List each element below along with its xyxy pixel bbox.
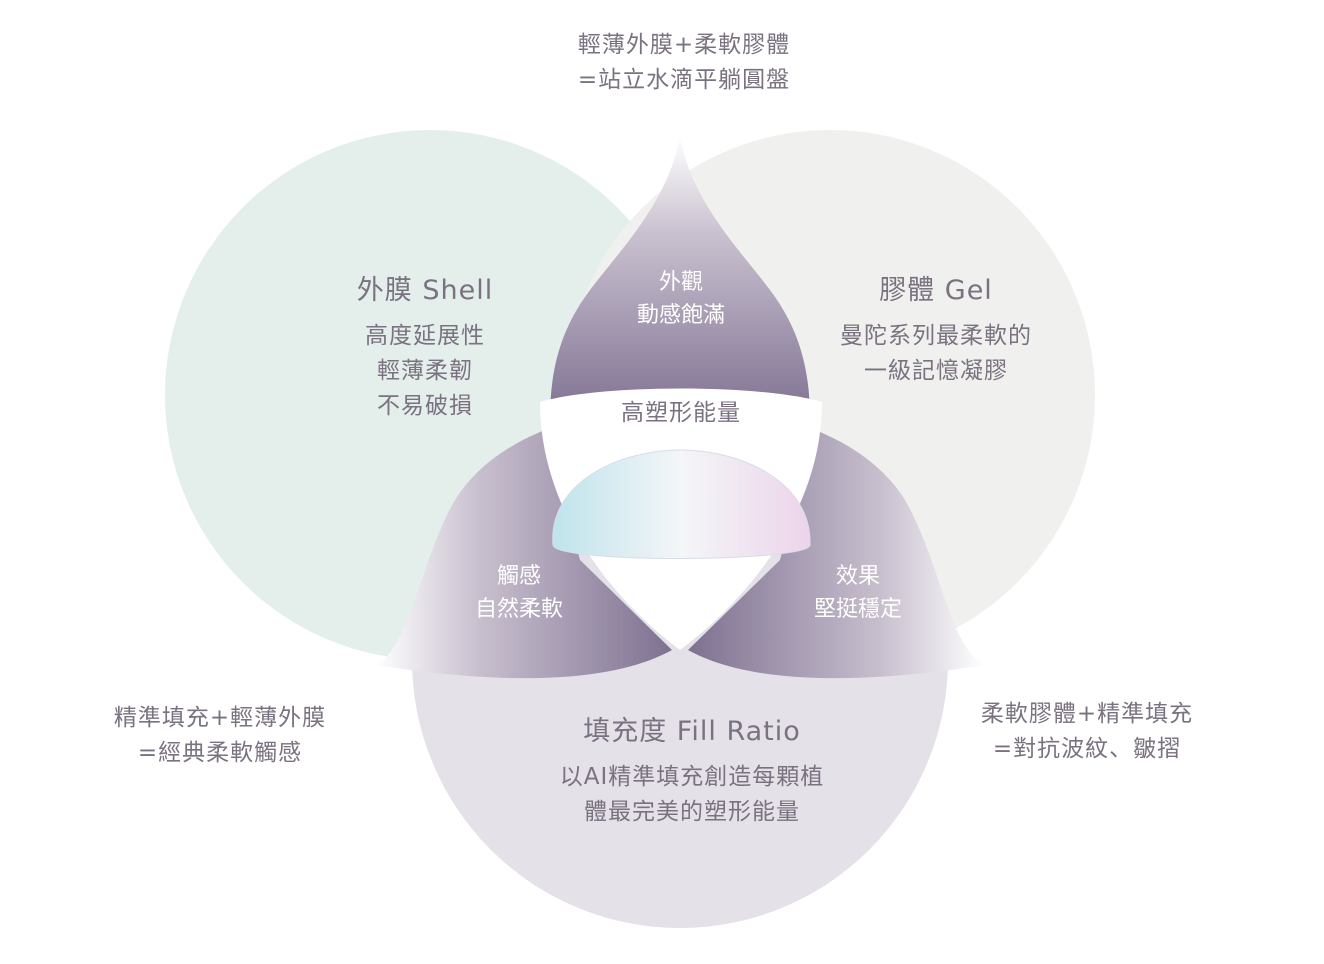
left-note-line: 精準填充+輕薄外膜 [113,705,327,731]
shell-line: 不易破損 [376,393,473,419]
petal-left-line: 觸感 [496,564,542,589]
left-note-line: =經典柔軟觸感 [137,740,303,766]
gel-section: 膠體 Gel 曼陀系列最柔軟的一級記憶凝膠 [840,268,1032,389]
petal-top-line: 動感飽滿 [636,303,726,328]
gel-line: 一級記憶凝膠 [864,358,1008,384]
top-note-line: =站立水滴平躺圓盤 [577,67,791,93]
right-note-line: =對抗波紋、皺摺 [992,736,1182,762]
petal-left-text: 觸感自然柔軟 [475,560,563,626]
gel-line: 曼陀系列最柔軟的 [840,323,1032,349]
shell-section: 外膜 Shell 高度延展性輕薄柔韌不易破損 [357,268,493,424]
petal-top-line: 外觀 [658,270,704,295]
fill-section: 填充度 Fill Ratio 以AI精準填充創造每顆植體最完美的塑形能量 [560,709,825,830]
petal-right [688,430,985,679]
right-note: 柔軟膠體+精準填充 =對抗波紋、皺摺 [981,697,1193,767]
petal-right-text: 效果堅挺穩定 [814,560,902,626]
top-note-line: 輕薄外膜+柔軟膠體 [577,32,791,58]
top-note: 輕薄外膜+柔軟膠體 =站立水滴平躺圓盤 [578,28,790,98]
shell-line: 輕薄柔韌 [376,358,473,384]
right-note-line: 柔軟膠體+精準填充 [980,701,1194,727]
fill-line: 以AI精準填充創造每顆植 [559,764,825,790]
gel-title: 膠體 Gel [879,275,993,306]
petal-left [375,430,672,679]
center-label: 高塑形能量 [621,400,741,426]
petal-left-line: 自然柔軟 [474,597,564,622]
shell-title: 外膜 Shell [356,275,494,306]
fill-line: 體最完美的塑形能量 [584,799,800,825]
petal-right-line: 效果 [835,564,881,589]
petal-right-line: 堅挺穩定 [813,597,903,622]
shell-line: 高度延展性 [364,323,485,349]
implant-image [552,449,811,559]
left-note: 精準填充+輕薄外膜 =經典柔軟觸感 [114,701,326,771]
petal-top-text: 外觀動感飽滿 [637,266,725,332]
fill-title: 填充度 Fill Ratio [583,716,801,747]
petal-top [550,135,810,420]
